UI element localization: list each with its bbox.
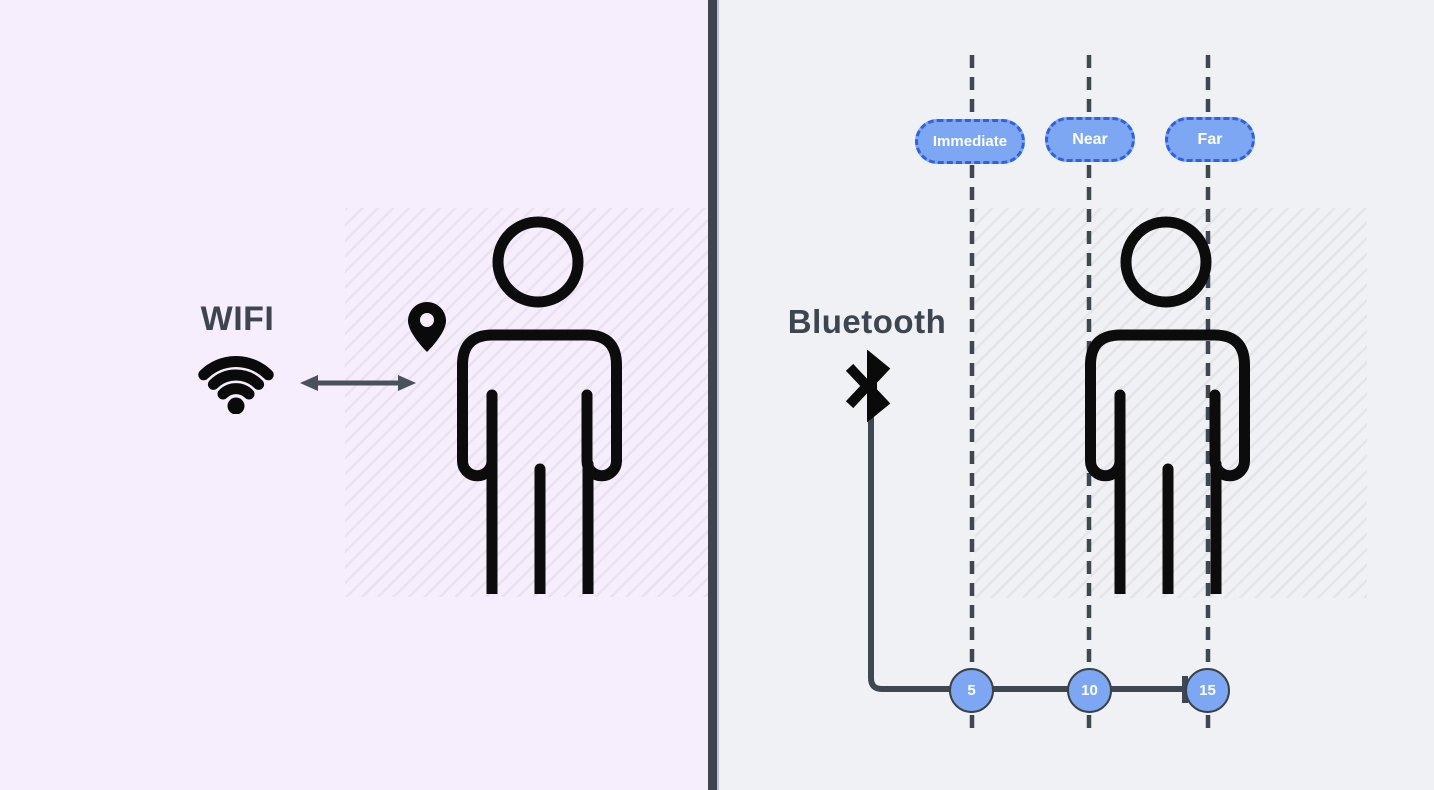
zone-pill-near: Near (1045, 117, 1135, 162)
double-arrow-icon (300, 375, 416, 391)
zone-pill-far: Far (1165, 117, 1255, 162)
person-icon (1080, 214, 1255, 594)
bluetooth-icon (846, 350, 891, 423)
panel-divider (708, 0, 717, 790)
distance-marker-5: 5 (949, 668, 994, 713)
bluetooth-panel: Bluetooth Immediate Near Far 5 10 15 (719, 0, 1434, 790)
hatch-background (345, 208, 708, 597)
bluetooth-label: Bluetooth (787, 303, 947, 340)
person-icon (452, 214, 627, 594)
panel-divider-edge (717, 0, 719, 790)
wifi-panel: WIFI (0, 0, 708, 790)
bluetooth-connector-line (868, 416, 1182, 692)
zone-pill-immediate: Immediate (915, 119, 1025, 164)
wifi-label: WIFI (200, 300, 275, 338)
distance-marker-10: 10 (1067, 668, 1112, 713)
wifi-icon (198, 356, 274, 414)
location-pin-icon (408, 302, 446, 352)
distance-marker-15: 15 (1185, 668, 1230, 713)
